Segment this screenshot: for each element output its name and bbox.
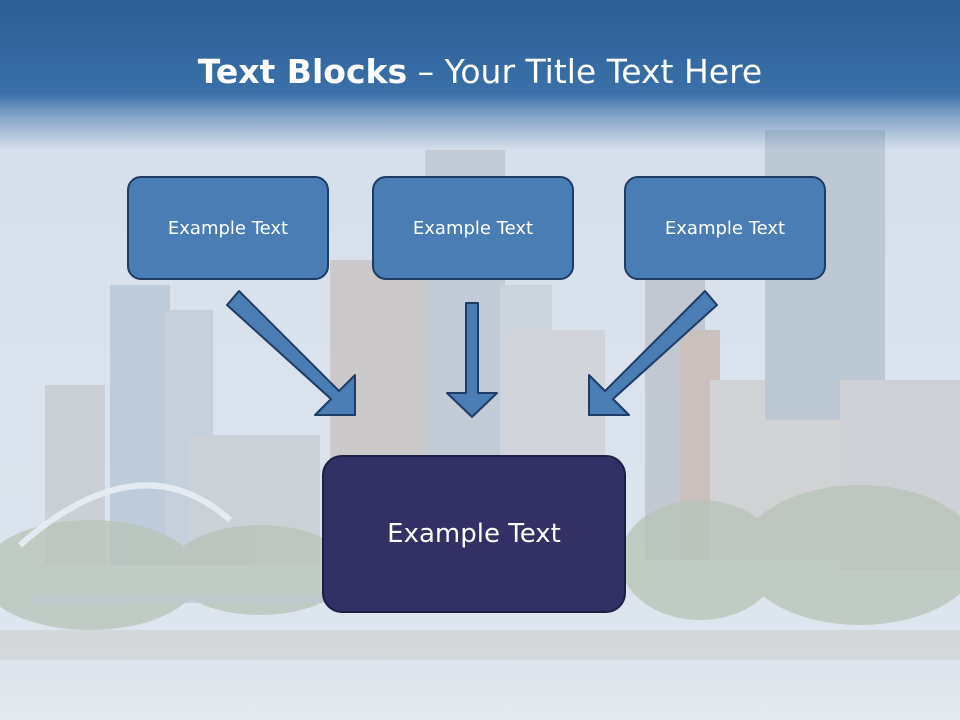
slide-title: Text Blocks – Your Title Text Here xyxy=(0,52,960,91)
text-box-3: Example Text xyxy=(624,176,826,280)
title-bar xyxy=(0,0,960,150)
arrow-center xyxy=(446,302,498,418)
text-box-1: Example Text xyxy=(127,176,329,280)
slide-title-bold: Text Blocks xyxy=(197,52,408,91)
slide-title-rest: Your Title Text Here xyxy=(444,52,763,91)
text-box-2: Example Text xyxy=(372,176,574,280)
arrow-right xyxy=(588,290,718,416)
arrow-left xyxy=(226,290,356,416)
slide-title-dash: – xyxy=(407,52,445,91)
text-box-main: Example Text xyxy=(322,455,626,613)
